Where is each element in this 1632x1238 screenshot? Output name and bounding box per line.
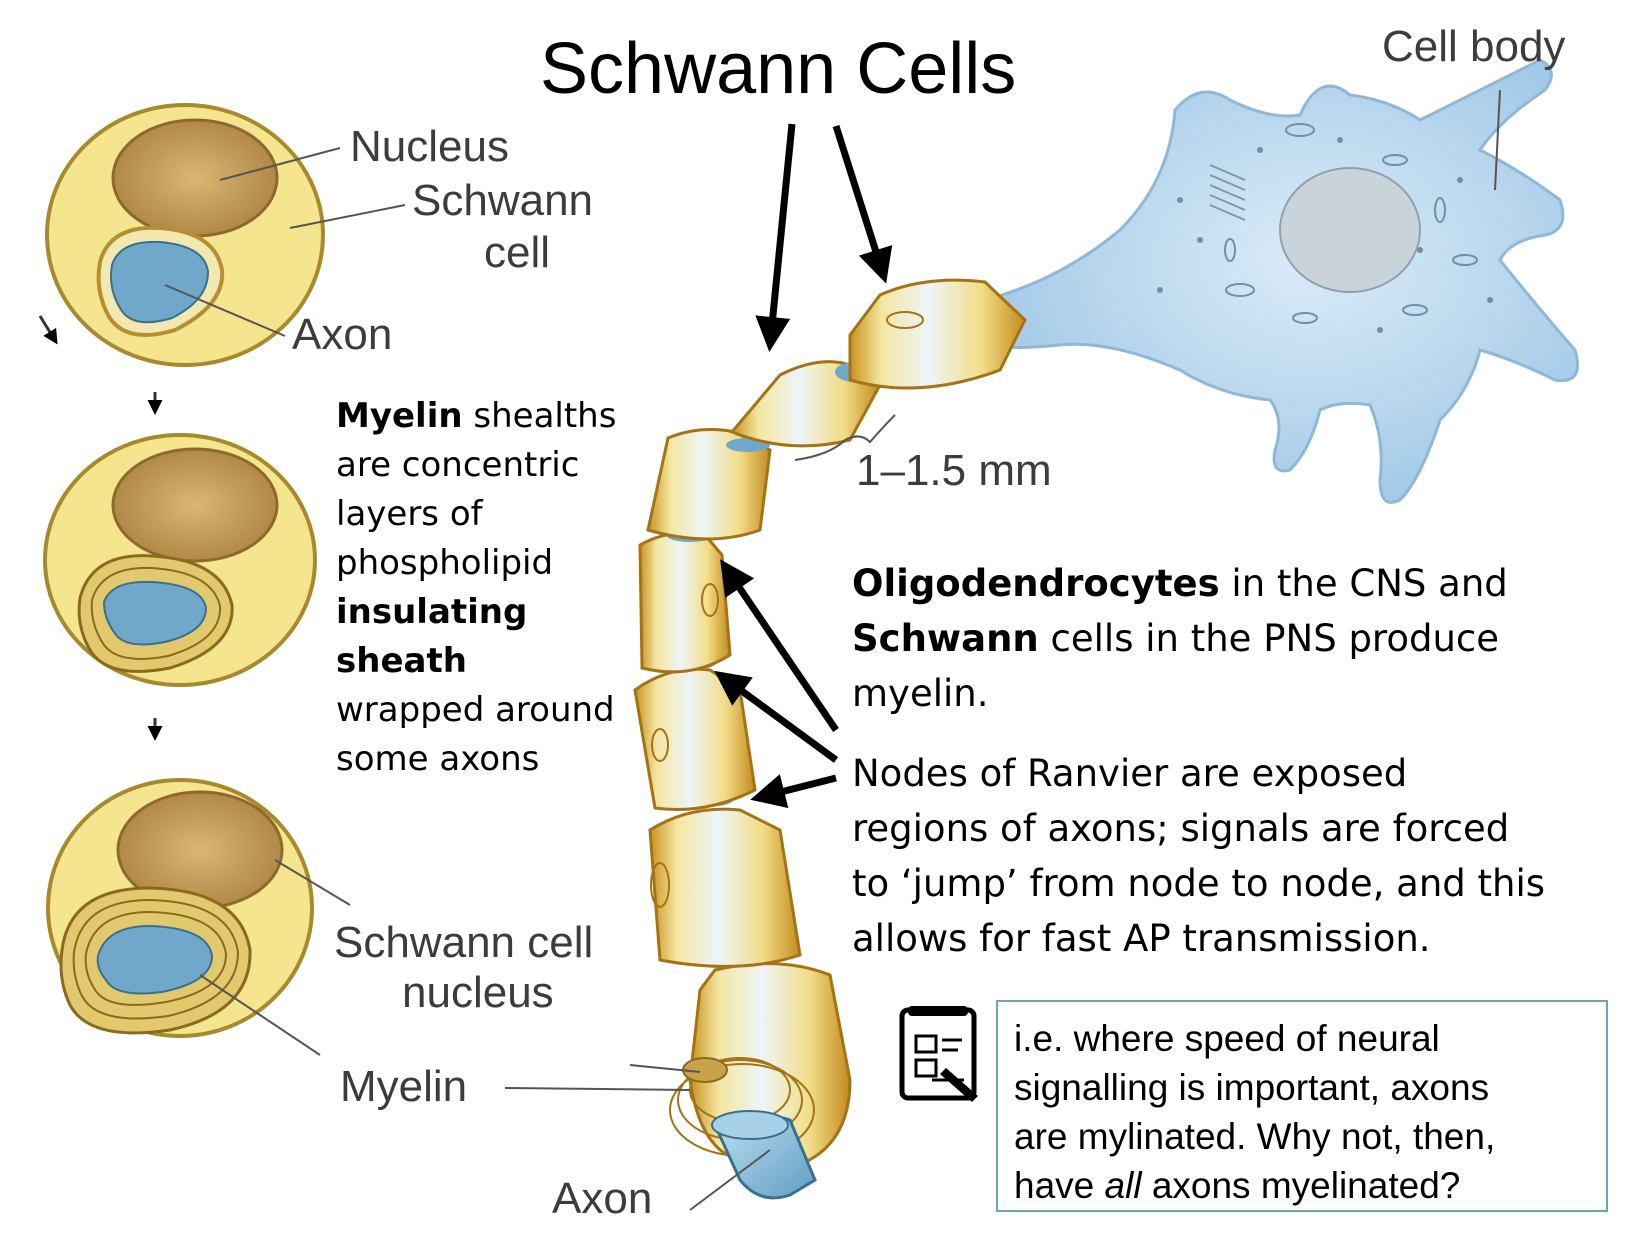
- oligodendrocytes-description: Oligodendrocytes in the CNS and Schwann …: [852, 562, 1508, 715]
- nodes-of-ranvier-description: Nodes of Ranvier are exposed regions of …: [852, 752, 1546, 960]
- node-arrow-3: [750, 774, 837, 809]
- myelinated-axon: [633, 278, 1027, 1200]
- label-nucleus: Nucleus: [350, 122, 509, 171]
- label-schwann-cell-line2: cell: [484, 228, 551, 277]
- schwann-arrow-1: [755, 123, 796, 352]
- myelin-leader-right: [504, 1087, 691, 1091]
- annotation-arrows: [714, 123, 893, 809]
- label-myelin: Myelin: [340, 1062, 468, 1111]
- notes-pen-icon: [899, 1006, 978, 1102]
- neuron-cell-body: [983, 58, 1579, 504]
- schwann-nucleus-leader-right: [629, 1064, 701, 1073]
- label-axon-top: Axon: [292, 310, 393, 359]
- cell-body-leader-line: [1494, 89, 1501, 191]
- label-schwann-cell-line1: Schwann: [412, 176, 594, 225]
- schwann-arrow-2: [832, 124, 893, 284]
- node-arrow-1: [720, 559, 839, 732]
- cross-section-stage-1: [38, 103, 325, 367]
- label-cell-body: Cell body: [1382, 22, 1566, 71]
- schwann-nucleus-leader-left: [274, 859, 351, 906]
- schwann-leader-line: [289, 204, 406, 229]
- axon-leader-line: [164, 284, 286, 337]
- label-axon-bottom: Axon: [552, 1174, 653, 1223]
- myelin-description: Myelin shealths are concentric layers of…: [336, 396, 617, 779]
- cell-body-nucleus: [1279, 167, 1421, 293]
- myelin-leader-left: [199, 974, 321, 1056]
- axon-bottom-leader-line: [689, 1149, 771, 1211]
- internode-bracket: [794, 414, 896, 461]
- page-title: Schwann Cells: [540, 29, 1017, 109]
- axon-shape: [110, 240, 210, 324]
- label-internode-length: 1–1.5 mm: [856, 446, 1052, 495]
- nucleus-shape: [111, 118, 279, 238]
- myelin-bold: Myelin: [336, 396, 463, 436]
- label-schwann-cell-nucleus-line1: Schwann cell: [334, 918, 594, 967]
- note-box: i.e. where speed of neural signalling is…: [996, 1000, 1608, 1212]
- nucleus-leader-line: [219, 147, 341, 181]
- node-arrow-2: [714, 670, 839, 763]
- label-schwann-cell-nucleus-line2: nucleus: [402, 968, 554, 1017]
- cross-section-stage-3: [46, 778, 314, 1038]
- cross-section-stage-2: [43, 433, 317, 687]
